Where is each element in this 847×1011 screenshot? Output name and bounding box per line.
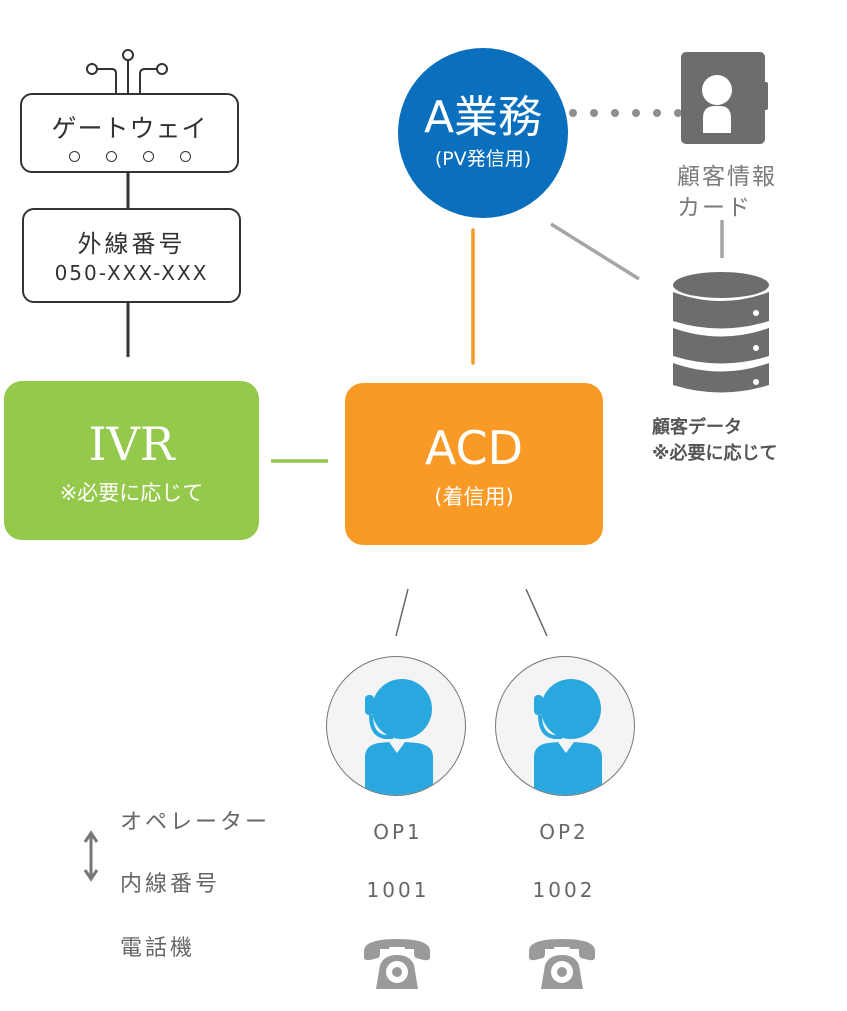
gateway-ports <box>22 151 237 162</box>
database-icon <box>673 272 769 393</box>
operator-headset-icon <box>534 679 602 795</box>
ivr-box: IVR ※必要に応じて <box>4 381 259 540</box>
operator-2-extension: 1002 <box>532 878 596 902</box>
operator-1-name: OP1 <box>373 820 423 844</box>
line-acd-op2 <box>525 588 548 637</box>
customer-card-line2: カード <box>677 195 752 221</box>
contact-card-icon <box>681 52 768 144</box>
legend-phone: 電話機 <box>120 936 196 961</box>
dotted-line-business-card <box>569 109 682 117</box>
operator-1-avatar <box>326 656 466 796</box>
customer-data-line2: ※必要に応じて <box>652 443 778 464</box>
ivr-note: ※必要に応じて <box>59 481 204 505</box>
external-number-box: 外線番号 050-XXX-XXX <box>22 208 241 303</box>
acd-subtitle: (着信用) <box>434 485 514 509</box>
up-down-arrow-icon <box>83 830 99 882</box>
business-subtitle: (PV発信用) <box>434 148 532 170</box>
customer-card-line1: 顧客情報 <box>677 164 777 190</box>
customer-data-label: 顧客データ ※必要に応じて <box>652 415 778 467</box>
legend-operator: オペレーター <box>120 810 271 835</box>
external-number-value: 050-XXX-XXX <box>54 261 209 285</box>
telephone-icon <box>529 939 595 989</box>
customer-data-line1: 顧客データ <box>652 417 742 438</box>
operator-2-name: OP2 <box>539 820 589 844</box>
external-number-title: 外線番号 <box>77 230 186 258</box>
line-business-database <box>550 222 640 281</box>
business-title: A業務 <box>423 92 543 143</box>
telephone-icon <box>364 939 430 989</box>
customer-card-label: 顧客情報 カード <box>677 162 777 224</box>
business-circle: A業務 (PV発信用) <box>398 48 568 218</box>
operator-headset-icon <box>365 679 433 795</box>
gateway-box: ゲートウェイ <box>20 93 239 173</box>
legend-extension: 内線番号 <box>120 872 221 897</box>
acd-box: ACD (着信用) <box>345 383 603 545</box>
operator-2-avatar <box>495 656 635 796</box>
gateway-label: ゲートウェイ <box>51 114 208 143</box>
line-acd-op1 <box>395 588 409 637</box>
operator-1-extension: 1001 <box>366 878 430 902</box>
acd-title: ACD <box>424 421 524 475</box>
antenna-icon <box>86 49 168 93</box>
ivr-title: IVR <box>88 417 175 471</box>
